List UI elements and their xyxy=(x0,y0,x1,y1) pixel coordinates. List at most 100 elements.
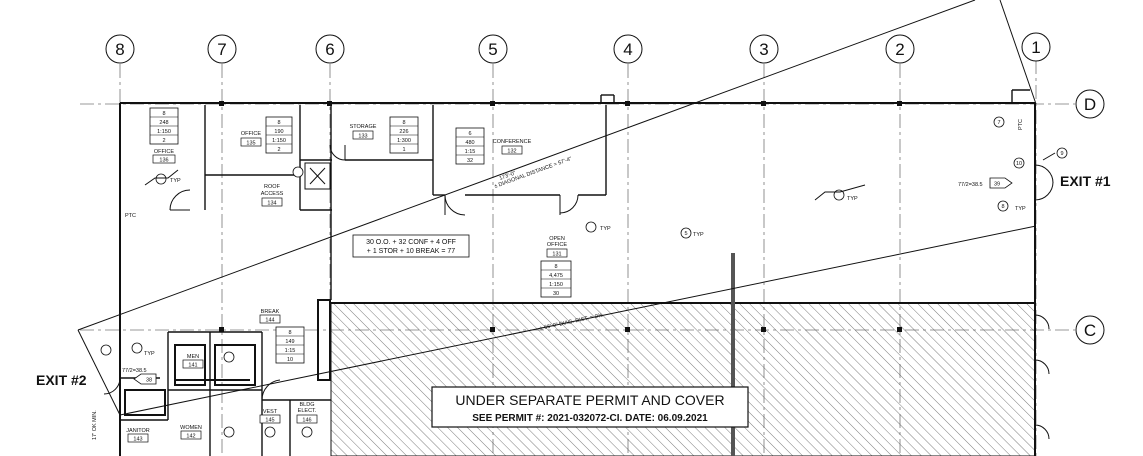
room-women-142: WOMEN 142 xyxy=(180,425,202,440)
exit-number: 39 xyxy=(994,182,1000,188)
occ-tag-value: 1:15 xyxy=(465,149,476,155)
occ-tag-value: 4,475 xyxy=(549,273,563,279)
grid-label: C xyxy=(1084,321,1096,340)
room-name: VEST xyxy=(263,409,278,415)
typ-label: TYP xyxy=(693,232,704,238)
grid-bubble-7: 7 xyxy=(207,34,237,64)
room-name: BLDG xyxy=(300,402,315,408)
grid-bubble-5: 5 xyxy=(478,34,508,64)
room-number: 144 xyxy=(265,318,274,324)
diag-dim-1: 173'-0" xyxy=(499,170,517,181)
grid-label: 2 xyxy=(895,40,904,59)
grid-label: 6 xyxy=(325,40,334,59)
room-number: 143 xyxy=(133,437,142,443)
room-name: BREAK xyxy=(261,309,280,315)
exit-2-label: EXIT #2 xyxy=(36,372,87,388)
typ-label: TYP xyxy=(144,351,155,357)
grid-bubble-3: 3 xyxy=(749,34,779,64)
room-men-141: MEN 141 xyxy=(182,354,204,369)
room-number: 136 xyxy=(159,158,168,164)
exit-occupancy: 77/2=38.5 xyxy=(958,182,983,188)
grid-bubble-c: C xyxy=(1075,315,1105,345)
occ-tag-value: 8 xyxy=(554,264,557,270)
occ-tag-value: 8 xyxy=(288,330,291,336)
occ-tag-value: 8 xyxy=(402,120,405,126)
room-number: 145 xyxy=(265,418,274,424)
room-number: 131 xyxy=(552,252,561,258)
exit-1-sign: 77/2=38.5 39 xyxy=(958,177,1013,189)
room-roof-access-134: ROOF ACCESS 134 xyxy=(261,184,284,207)
typ-label: TYP xyxy=(170,178,181,184)
occ-tag-value: 248 xyxy=(159,120,168,126)
room-name: OFFICE xyxy=(547,242,567,248)
grid-bubble-4: 4 xyxy=(613,34,643,64)
grid-bubble-1: 1 xyxy=(1021,32,1051,62)
grid-label: D xyxy=(1084,95,1096,114)
room-name: OFFICE xyxy=(154,149,174,155)
exit-occupancy: 77/2=38.5 xyxy=(122,368,147,374)
room-number: 133 xyxy=(358,134,367,140)
room-number: 135 xyxy=(246,141,255,147)
permit-title: UNDER SEPARATE PERMIT AND COVER xyxy=(455,392,724,408)
occupancy-line: + 1 STOR + 10 BREAK = 77 xyxy=(367,248,455,255)
occ-tag-value: 480 xyxy=(465,140,474,146)
grid-bubble-8: 8 xyxy=(105,34,135,64)
grid-label: 3 xyxy=(759,40,768,59)
room-name: STORAGE xyxy=(350,124,377,130)
grid-label: 4 xyxy=(623,40,632,59)
vert-dim: 17' OK MIN. xyxy=(92,410,98,440)
occ-tag-value: 1:150 xyxy=(549,282,563,288)
exit-2-sign: 77/2=38.5 38 xyxy=(122,368,157,385)
room-name: CONFERENCE xyxy=(493,139,532,145)
room-name: JANITOR xyxy=(126,428,149,434)
exterior-walls xyxy=(119,102,1036,456)
room-vest-145: VEST 145 xyxy=(259,409,281,424)
permit-subtitle: SEE PERMIT #: 2021-032072-CI. DATE: 06.0… xyxy=(472,413,708,424)
room-number: 134 xyxy=(267,201,276,207)
keynote-number: 9 xyxy=(1060,151,1063,157)
room-conference-132: 6 480 1:15 32 CONFERENCE 132 xyxy=(455,127,532,165)
grid-label: 8 xyxy=(115,40,124,59)
room-name: OPEN xyxy=(549,236,565,242)
exit-1-label: EXIT #1 xyxy=(1060,173,1111,189)
grid-bubble-d: D xyxy=(1075,89,1105,119)
grid-label: 5 xyxy=(488,40,497,59)
occ-tag-value: 6 xyxy=(468,131,471,137)
occupancy-line: 30 O.O. + 32 CONF + 4 OFF xyxy=(366,239,456,246)
grid-bubble-2: 2 xyxy=(885,34,915,64)
occ-tag-value: 8 xyxy=(277,120,280,126)
room-open-office-131: OPEN OFFICE 131 8 4,475 1:150 30 xyxy=(540,236,572,298)
room-number: 146 xyxy=(302,418,311,424)
occ-tag-value: 1:150 xyxy=(272,138,286,144)
room-name: ELECT. xyxy=(298,408,317,414)
column-markers xyxy=(219,101,902,332)
diagonal-lines xyxy=(77,0,1037,416)
room-name: WOMEN xyxy=(180,425,202,431)
room-break-144: BREAK 144 8 149 1:15 10 xyxy=(259,309,305,364)
restroom-fixtures xyxy=(124,299,331,416)
grid-label: 1 xyxy=(1031,38,1040,57)
occ-tag-value: 1:150 xyxy=(157,129,171,135)
room-name: MEN xyxy=(187,354,199,360)
room-name: ROOF xyxy=(264,184,281,190)
separate-permit-area xyxy=(330,302,1036,456)
room-bldg-elect-146: BLDG ELECT. 146 xyxy=(296,402,318,424)
grid-bubble-6: 6 xyxy=(315,34,345,64)
keynote-number: 8 xyxy=(1001,204,1004,210)
roof-access-ladder xyxy=(304,162,331,190)
occ-tag-value: 1:300 xyxy=(397,138,411,144)
room-name: OFFICE xyxy=(241,131,261,137)
keynote-number: 7 xyxy=(997,120,1000,126)
fixture-marks xyxy=(144,152,1056,201)
occupancy-note: 30 O.O. + 32 CONF + 4 OFF + 1 STOR + 10 … xyxy=(352,234,470,258)
occ-tag-value: 149 xyxy=(285,339,294,345)
occ-tag-value: 10 xyxy=(287,357,293,363)
keynote-numbers: 7 9 8 10 5 xyxy=(684,120,1063,237)
occ-tag-value: 1:15 xyxy=(285,348,296,354)
typ-label: TYP xyxy=(847,196,858,202)
occ-tag-value: 2 xyxy=(162,138,165,144)
room-number: 142 xyxy=(186,434,195,440)
keynote-bubbles xyxy=(100,116,1068,438)
room-number: 141 xyxy=(188,363,197,369)
